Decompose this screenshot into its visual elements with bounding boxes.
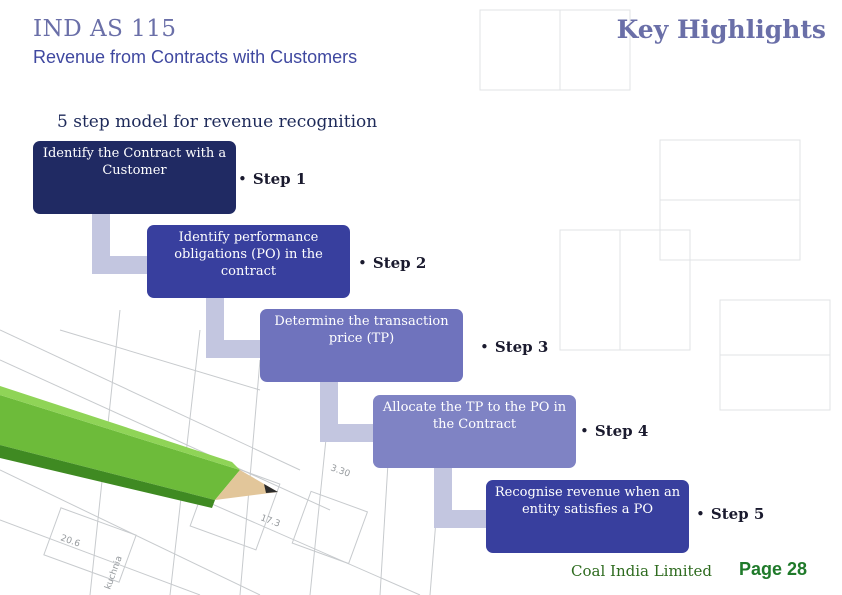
bullet-icon: • (358, 254, 367, 272)
bullet-icon: • (480, 338, 489, 356)
step-2-box: Identify performance obligations (PO) in… (147, 225, 350, 298)
step-4-label: • Step 4 (580, 422, 648, 440)
slide-title: IND AS 115 (33, 16, 177, 42)
step-3-label-text: Step 3 (495, 338, 548, 356)
plan-label: 3.30 (329, 463, 352, 479)
step-5-text: Recognise revenue when an entity satisfi… (495, 485, 680, 517)
step-1-text: Identify the Contract with a Customer (43, 146, 226, 178)
step-1-label: • Step 1 (238, 170, 306, 188)
page-number: Page 28 (739, 559, 807, 580)
bullet-icon: • (238, 170, 247, 188)
section-heading: 5 step model for revenue recognition (57, 112, 377, 132)
plan-label: 20.6 (59, 533, 82, 549)
step-connector (434, 468, 490, 528)
slide-subtitle: Revenue from Contracts with Customers (33, 47, 357, 68)
step-1-label-text: Step 1 (253, 170, 306, 188)
step-5-label: • Step 5 (696, 505, 764, 523)
footer-company: Coal India Limited (571, 562, 712, 580)
step-3-label: • Step 3 (480, 338, 548, 356)
step-connector (320, 382, 376, 442)
key-highlights-title: Key Highlights (617, 15, 826, 44)
step-4-box: Allocate the TP to the PO in the Contrac… (373, 395, 576, 468)
step-4-text: Allocate the TP to the PO in the Contrac… (383, 400, 566, 432)
step-2-text: Identify performance obligations (PO) in… (174, 230, 323, 279)
step-3-box: Determine the transaction price (TP) (260, 309, 463, 382)
step-connector (92, 214, 148, 274)
step-3-text: Determine the transaction price (TP) (274, 314, 448, 346)
step-connector (206, 298, 262, 358)
step-5-label-text: Step 5 (711, 505, 764, 523)
bullet-icon: • (696, 505, 705, 523)
step-2-label: • Step 2 (358, 254, 426, 272)
plan-label: 17.3 (259, 513, 281, 529)
bullet-icon: • (580, 422, 589, 440)
step-5-box: Recognise revenue when an entity satisfi… (486, 480, 689, 553)
step-1-box: Identify the Contract with a Customer (33, 141, 236, 214)
step-2-label-text: Step 2 (373, 254, 426, 272)
step-4-label-text: Step 4 (595, 422, 648, 440)
